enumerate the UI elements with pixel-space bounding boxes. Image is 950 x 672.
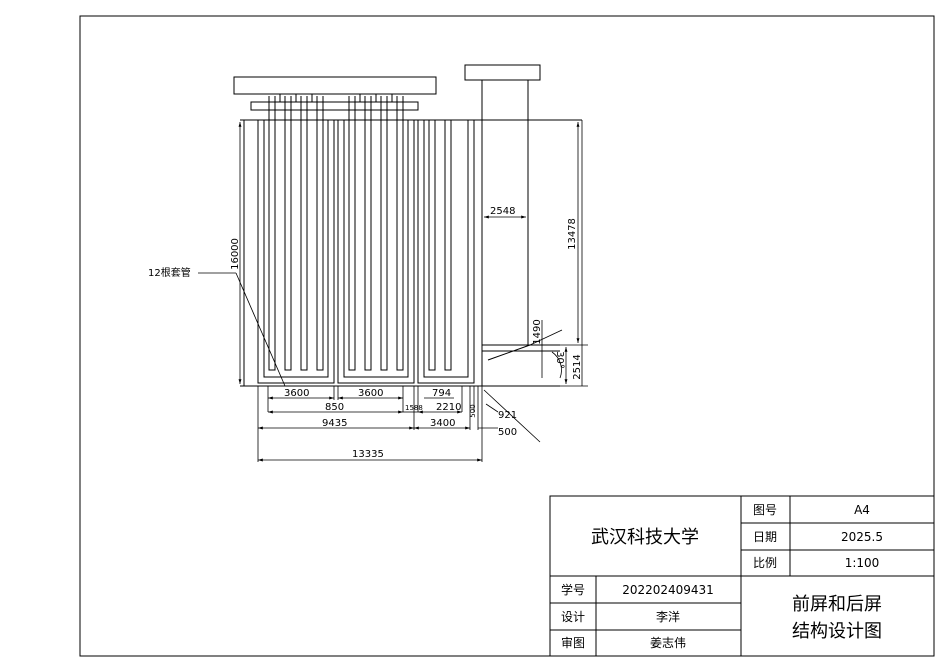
design-label: 设计: [561, 610, 585, 624]
date-value: 2025.5: [841, 530, 883, 544]
dim-3600-left: 3600: [284, 388, 309, 399]
dim-13335: 13335: [352, 449, 384, 460]
dimension-lines: [198, 120, 588, 462]
scale-value: 1:100: [845, 556, 880, 570]
dim-500: 500: [498, 427, 517, 438]
drawing-title-line2: 结构设计图: [792, 621, 882, 642]
dim-921: 921: [498, 410, 517, 421]
dimension-labels: 12根套管 16000 13478 2548 1490 2514 30° 360…: [148, 206, 583, 460]
student-id-value: 202202409431: [622, 583, 714, 597]
dim-3600-right: 3600: [358, 388, 383, 399]
dim-16000: 16000: [230, 238, 241, 270]
review-label: 审图: [561, 635, 585, 650]
title-block: 武汉科技大学 图号 A4 日期 2025.5 比例 1:100 学号 20220…: [549, 495, 935, 657]
screen-structure: [233, 64, 582, 387]
design-value: 李洋: [656, 609, 680, 624]
drawing-title-line1: 前屏和后屏: [792, 594, 882, 615]
dim-2514: 2514: [572, 354, 583, 379]
header-plate-lower: [250, 101, 419, 111]
tube-group-1: [257, 96, 335, 384]
school-name: 武汉科技大学: [591, 527, 699, 548]
rear-screen-header: [464, 64, 541, 81]
dim-1490: 1490: [532, 319, 543, 344]
dim-500-vertical: 500: [469, 404, 477, 417]
dim-2548: 2548: [490, 206, 515, 217]
tube-group-3: [417, 120, 475, 384]
review-value: 姜志伟: [650, 636, 686, 650]
dim-850: 850: [325, 402, 344, 413]
drawing-no-value: A4: [854, 503, 870, 517]
dim-1588: 1588: [405, 404, 423, 412]
dim-9435: 9435: [322, 418, 347, 429]
callout-label: 12根套管: [148, 266, 191, 279]
dim-794: 794: [432, 388, 451, 399]
drawing-frame: [79, 15, 935, 657]
date-label: 日期: [753, 530, 777, 544]
dim-3400: 3400: [430, 418, 455, 429]
dim-13478: 13478: [567, 218, 578, 250]
scale-label: 比例: [753, 556, 777, 570]
student-id-label: 学号: [561, 582, 585, 597]
header-plate-upper: [233, 76, 437, 95]
dim-30-degrees: 30°: [554, 351, 565, 369]
drawing-no-label: 图号: [753, 503, 777, 517]
dim-2210: 2210: [436, 402, 461, 413]
tube-group-2: [337, 96, 415, 384]
